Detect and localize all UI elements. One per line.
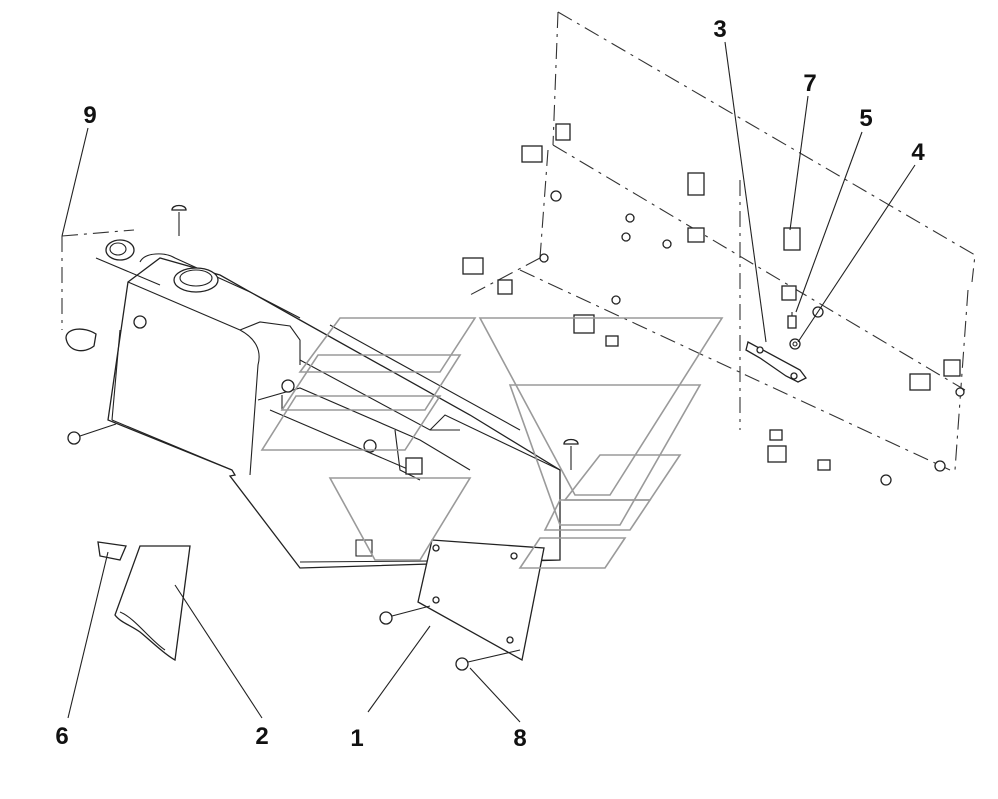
- bracket-lever: [745, 312, 807, 383]
- clip-nuts: [462, 123, 961, 471]
- grommet: [61, 229, 161, 352]
- callouts: 1 2 3 4 5 6 7 8 9: [55, 16, 925, 752]
- callout-2: 2: [255, 723, 268, 750]
- screws: [67, 204, 579, 671]
- rear-panel: [469, 11, 976, 471]
- clip-nut: [462, 257, 513, 295]
- screw: [67, 423, 117, 445]
- screw: [455, 649, 521, 671]
- console-housing: [107, 253, 561, 569]
- callout-4: 4: [911, 139, 925, 166]
- side-panel: [114, 545, 191, 661]
- watermark-logo: [260, 317, 724, 569]
- callout-7: 7: [803, 70, 816, 97]
- clip-nut: [521, 123, 571, 163]
- screw: [171, 204, 187, 236]
- leader-lines: [61, 41, 916, 723]
- clip-nut: [767, 429, 831, 471]
- grommet-bracket: [97, 541, 127, 561]
- callout-6: 6: [55, 723, 68, 750]
- clip-nut: [687, 172, 705, 243]
- cover-plate: [417, 539, 545, 662]
- clip-nut-7: [781, 227, 801, 301]
- screw: [379, 605, 431, 625]
- callout-9: 9: [83, 102, 96, 129]
- callout-5: 5: [859, 105, 872, 132]
- callout-8: 8: [513, 725, 526, 752]
- clip-nut: [909, 359, 961, 391]
- panel-holes: [539, 190, 965, 486]
- callout-3: 3: [713, 16, 726, 43]
- callout-1: 1: [350, 725, 363, 752]
- clip-nut: [573, 314, 619, 347]
- screw: [563, 438, 579, 470]
